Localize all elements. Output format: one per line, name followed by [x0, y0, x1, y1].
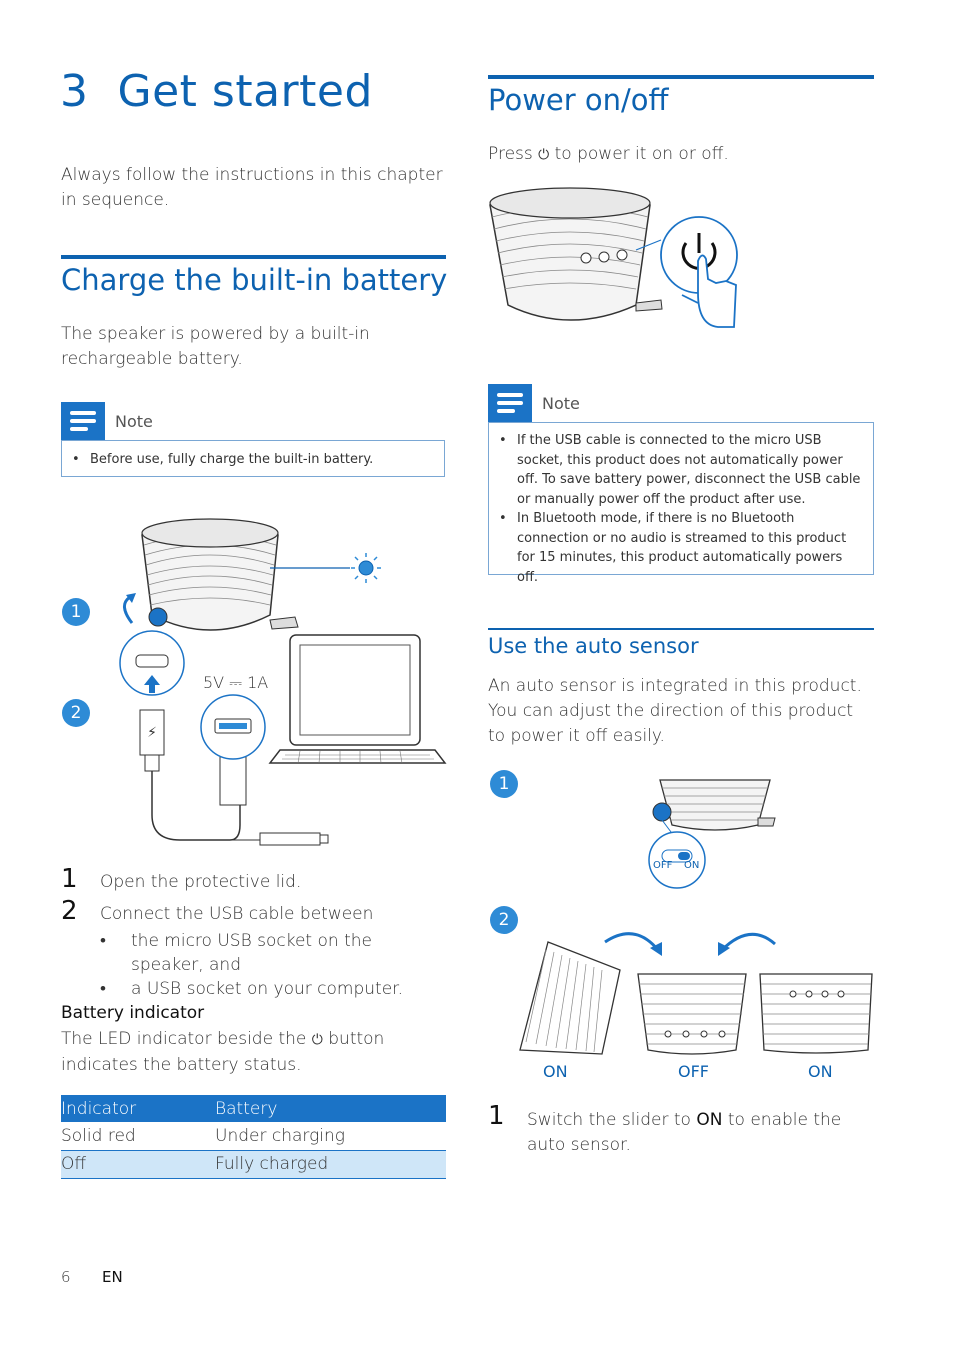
note-item: In Bluetooth mode, if there is no Blueto…: [489, 509, 861, 587]
orientation-illustration: [519, 932, 873, 1055]
table-header: Indicator: [61, 1098, 137, 1119]
table-cell: Under charging: [215, 1125, 345, 1146]
note-item: Before use, fully charge the built-in ba…: [62, 450, 444, 470]
step-number: 2: [61, 896, 78, 926]
orientation-label: ON: [808, 1062, 833, 1081]
power-icon: ⏻: [311, 1032, 323, 1048]
auto-step-text: Switch the slider to ON to enable the au…: [527, 1108, 877, 1158]
table-cell: Off: [61, 1154, 87, 1174]
chapter-intro: Always follow the instructions in this c…: [61, 165, 443, 210]
note-header: Note: [61, 402, 153, 440]
orientation-label: ON: [543, 1062, 568, 1081]
slider-off-label: OFF: [653, 860, 673, 871]
table-cell: Solid red: [61, 1125, 136, 1146]
power-text: Press ⏻ to power it on or off.: [488, 142, 729, 168]
step-number: 1: [488, 1101, 505, 1131]
chapter-title-text: Get started: [117, 66, 373, 117]
bullet-item: a USB socket on your computer.: [131, 979, 403, 999]
step-text: Open the protective lid.: [100, 872, 302, 892]
language-label: EN: [102, 1268, 123, 1286]
auto-step-text-after: to enable the auto sensor.: [527, 1110, 842, 1155]
note-label: Note: [542, 393, 580, 413]
battery-heading: Battery indicator: [61, 1003, 205, 1023]
bullet-marker: •: [100, 979, 106, 999]
power-spec-label: 5V ⎓ 1A: [203, 673, 269, 692]
orientation-label: OFF: [678, 1062, 709, 1081]
note-icon: [488, 384, 532, 422]
svg-text:⚡: ⚡: [147, 725, 157, 741]
section-rule: [61, 255, 446, 259]
page-number: 6: [61, 1268, 71, 1286]
figure-step-badge: 1: [490, 770, 518, 798]
power-icon: ⏻: [538, 147, 550, 163]
power-text-after: to power it on or off.: [554, 144, 729, 164]
battery-text-before: The LED indicator beside the: [61, 1029, 307, 1049]
table-cell: Fully charged: [215, 1154, 329, 1174]
table-row: Solid red Under charging: [61, 1122, 446, 1150]
note-header: Note: [488, 384, 580, 422]
charge-heading: Charge the built-in battery: [61, 263, 448, 297]
figure-step-badge: 2: [62, 699, 90, 727]
battery-table: Indicator Battery Solid red Under chargi…: [61, 1095, 446, 1179]
section-rule: [488, 628, 874, 630]
table-header: Battery: [215, 1098, 278, 1119]
slider-on-label: ON: [684, 860, 700, 871]
auto-step-text-before: Switch the slider to: [527, 1110, 691, 1130]
chapter-title: 3 Get started: [60, 66, 373, 117]
slider-illustration: [648, 779, 776, 889]
note-icon: [61, 402, 105, 440]
auto-sensor-heading: Use the auto sensor: [488, 634, 699, 658]
note-item: If the USB cable is connected to the mic…: [489, 431, 861, 509]
power-heading: Power on/off: [488, 83, 669, 117]
note-box: If the USB cable is connected to the mic…: [488, 422, 874, 585]
section-rule: [488, 75, 874, 79]
figure-step-badge: 2: [490, 906, 518, 934]
table-header-row: Indicator Battery: [61, 1095, 446, 1122]
bullet-item: the micro USB socket on the speaker, and: [131, 931, 372, 975]
power-text-before: Press: [488, 144, 533, 164]
auto-sensor-text: An auto sensor is integrated in this pro…: [488, 676, 862, 746]
power-illustration: [489, 187, 738, 328]
figure-step-badge: 1: [62, 598, 90, 626]
bullet-marker: •: [100, 931, 106, 951]
step-number: 1: [61, 864, 78, 894]
battery-text-after: button indicates the battery status.: [61, 1029, 385, 1075]
step-text: Connect the USB cable between: [100, 904, 374, 924]
table-row: Off Fully charged: [61, 1150, 446, 1178]
battery-text: The LED indicator beside the ⏻ button in…: [61, 1027, 391, 1078]
note-label: Note: [115, 411, 153, 431]
auto-step-on-label: ON: [696, 1110, 723, 1130]
charging-illustration: ⚡: [119, 518, 447, 846]
charge-text: The speaker is powered by a built-in rec…: [61, 324, 370, 369]
chapter-number: 3: [60, 66, 89, 117]
note-box: Before use, fully charge the built-in ba…: [61, 440, 445, 477]
